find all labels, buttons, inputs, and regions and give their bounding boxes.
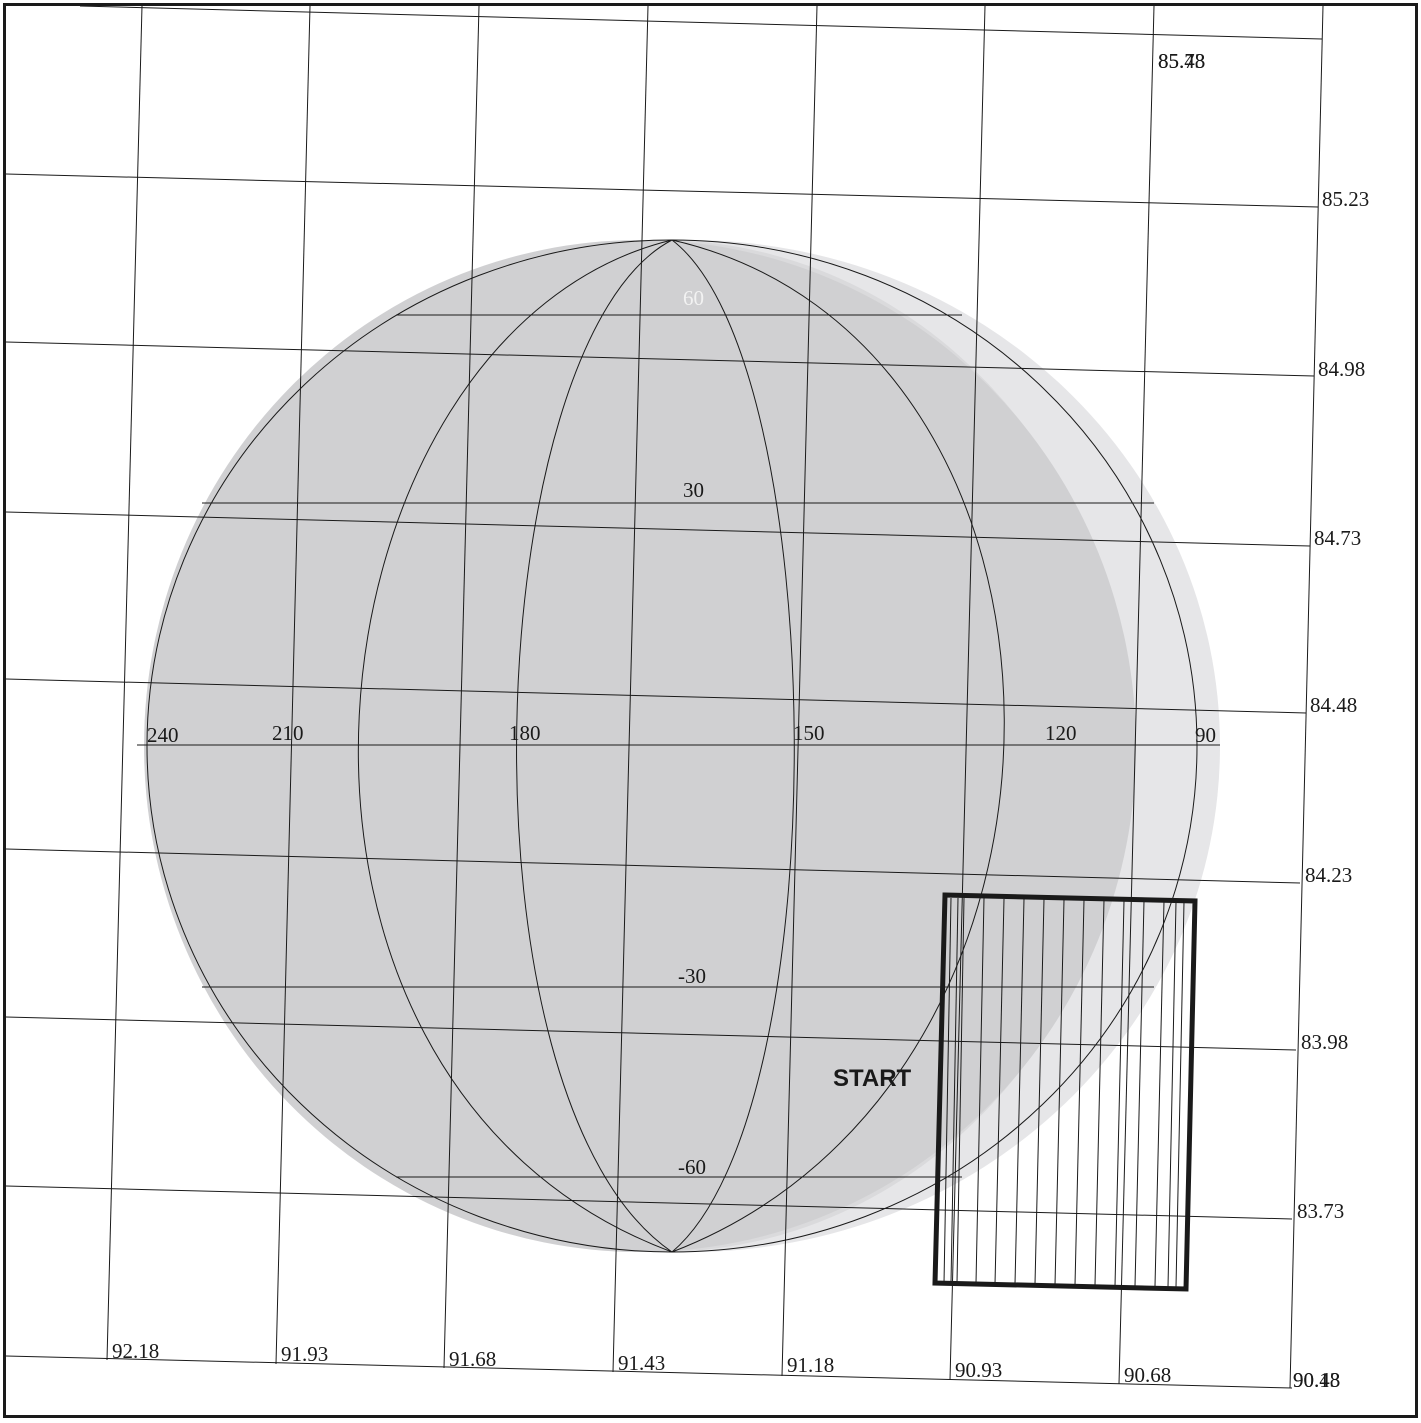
x-tick-label: 91.43 [618,1351,665,1375]
globe-front-disk [144,240,1136,1252]
grid-row-85.73 [79,5,1323,40]
y-tick-label: 85.73 [1158,49,1205,73]
longitude-label-210: 210 [272,721,304,745]
y-tick-labels: 83.73 83.98 84.23 84.48 84.73 84.98 85.2… [1158,49,1369,1223]
y-tick-label: 85.23 [1322,187,1369,211]
meridian-180 [516,239,673,1253]
grid-row-84.23 [5,848,1301,884]
x-tick-labels: 92.18 91.93 91.68 91.43 91.18 90.93 90.6… [112,1339,1340,1392]
x-tick-label: 90.93 [955,1358,1002,1382]
y-tick-label: 84.48 [1310,693,1357,717]
grid-col-91.18 [781,5,818,1377]
x-tick-label: 90.68 [1124,1363,1171,1387]
latitude-label-minus60: -60 [678,1155,706,1179]
scan-box-outline [932,892,1198,1292]
grid-col-92.18 [106,5,143,1361]
y-tick-label: 84.73 [1314,526,1361,550]
scan-lines [943,897,1185,1288]
diagram-frame [3,3,1418,1418]
y-tick-label: 83.98 [1301,1030,1348,1054]
grid-col-91.93 [275,5,311,1365]
x-tick-label: 91.68 [449,1347,496,1371]
longitude-label-120: 120 [1045,721,1077,745]
grid-col-91.43 [612,5,649,1373]
x-tick-label: 92.18 [112,1339,159,1363]
grid-row-84.98 [5,341,1315,377]
meridian-120 [671,239,1005,1253]
meridian-210 [357,239,673,1253]
latitude-label-60: 60 [683,286,704,310]
meridian-150 [671,239,795,1253]
grid-col-90.43 [1289,5,1324,1389]
x-tick-label: 90.18 [1293,1368,1340,1392]
longitude-label-240: 240 [147,723,179,747]
coordinate-grid [5,5,1324,1389]
y-tick-label: 84.98 [1318,357,1365,381]
latitude-label-minus30: -30 [678,964,706,988]
grid-col-90.68 [1118,5,1155,1385]
globe-graticule [137,239,1220,1253]
grid-row-84.48 [5,678,1307,714]
y-tick-label: 85.48 [1158,49,1205,73]
x-tick-label: 91.93 [281,1342,328,1366]
scan-box [932,892,1198,1292]
grid-row-84.73 [5,511,1311,547]
globe-shading [144,240,1220,1252]
grid-row-83.73 [5,1185,1293,1220]
latitude-label-30: 30 [683,478,704,502]
x-tick-label: 91.18 [787,1353,834,1377]
grid-col-90.93 [949,5,986,1381]
start-label: START [833,1065,912,1092]
grid-row-bottom [5,1355,1293,1389]
longitude-label-180: 180 [509,721,541,745]
longitude-label-90: 90 [1195,723,1216,747]
y-tick-label: 83.73 [1297,1199,1344,1223]
x-tick-label: 90.43 [1293,1368,1340,1392]
y-tick-label: 84.23 [1305,863,1352,887]
grid-row-85.23 [5,173,1319,208]
grid-col-91.68 [443,5,480,1369]
